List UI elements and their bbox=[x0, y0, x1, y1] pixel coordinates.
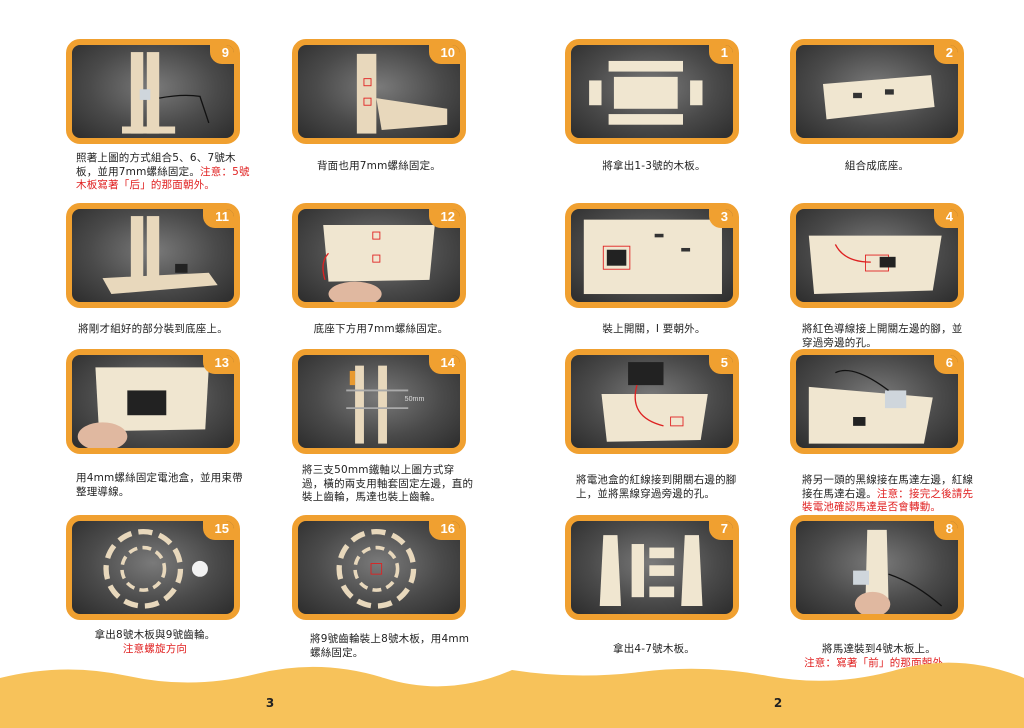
step-4-photo: 4 bbox=[790, 203, 964, 308]
step-5-caption: 將電池盒的紅線接到開關右邊的腳上，並將黑線穿過旁邊的孔。 bbox=[576, 474, 748, 501]
step-2-caption: 組合成底座。 bbox=[788, 160, 966, 174]
step-12-badge: 12 bbox=[429, 205, 464, 228]
step-4-caption: 將紅色導線接上開關左邊的腳，並穿過旁邊的孔。 bbox=[802, 323, 972, 350]
step-5-photo: 5 bbox=[565, 349, 739, 454]
step-8-illustration bbox=[796, 521, 958, 614]
step-12-caption: 底座下方用7mm螺絲固定。 bbox=[292, 323, 470, 337]
step-13-badge: 13 bbox=[203, 351, 238, 374]
step-4-badge: 4 bbox=[934, 205, 962, 228]
step-3-badge: 3 bbox=[709, 205, 737, 228]
step-15-badge: 15 bbox=[203, 517, 238, 540]
step-15-text: 拿出8號木板與9號齒輪。 bbox=[66, 629, 244, 643]
step-4-illustration bbox=[796, 209, 958, 302]
step-9-illustration bbox=[72, 45, 234, 138]
step-8-photo: 8 bbox=[790, 515, 964, 620]
step-15-note: 注意螺旋方向 bbox=[66, 643, 244, 657]
step-7-photo: 7 bbox=[565, 515, 739, 620]
step-7-badge: 7 bbox=[709, 517, 737, 540]
left-page: 9 照著上圖的方式組合5、6、7號木板，並用7mm螺絲固定。注意：5號木板寫著「… bbox=[0, 0, 512, 728]
step-8-badge: 8 bbox=[934, 517, 962, 540]
step-9-badge: 9 bbox=[210, 41, 238, 64]
step-8-text: 將馬達裝到4號木板上。 bbox=[790, 643, 968, 657]
step-3-illustration bbox=[571, 209, 733, 302]
step-13-photo: 13 bbox=[66, 349, 240, 454]
step-11-photo: 11 bbox=[66, 203, 240, 308]
step-16-badge: 16 bbox=[429, 517, 464, 540]
step-14-photo: 50mm 14 bbox=[292, 349, 466, 454]
step-7-illustration bbox=[571, 521, 733, 614]
step-5-badge: 5 bbox=[709, 351, 737, 374]
step-1-caption: 將拿出1-3號的木板。 bbox=[565, 160, 743, 174]
step-7-caption: 拿出4-7號木板。 bbox=[565, 643, 743, 657]
step-16-photo: 16 bbox=[292, 515, 466, 620]
step-3-photo: 3 bbox=[565, 203, 739, 308]
step-2-badge: 2 bbox=[934, 41, 962, 64]
step-9-caption: 照著上圖的方式組合5、6、7號木板，並用7mm螺絲固定。注意：5號木板寫著「后」… bbox=[76, 152, 254, 193]
step-11-badge: 11 bbox=[203, 205, 238, 228]
step-10-caption: 背面也用7mm螺絲固定。 bbox=[290, 160, 468, 174]
right-page: 1 將拿出1-3號的木板。 2 組合成底座。 3 裝上開關，I 要朝外。 4 bbox=[512, 0, 1024, 728]
step-1-photo: 1 bbox=[565, 39, 739, 144]
right-page-number: 2 bbox=[758, 696, 798, 710]
step-1-badge: 1 bbox=[709, 41, 737, 64]
step-6-photo: 6 bbox=[790, 349, 964, 454]
step-2-photo: 2 bbox=[790, 39, 964, 144]
step-12-photo: 12 bbox=[292, 203, 466, 308]
step-10-photo: 10 bbox=[292, 39, 466, 144]
right-footer-wave bbox=[512, 656, 1024, 728]
step-6-badge: 6 bbox=[934, 351, 962, 374]
step-5-illustration bbox=[571, 355, 733, 448]
left-footer-wave bbox=[0, 656, 512, 728]
step-14-badge: 14 bbox=[429, 351, 464, 374]
step-9-photo: 9 bbox=[66, 39, 240, 144]
step-14-caption: 將三支50mm鐵軸以上圖方式穿過，橫的兩支用軸套固定左邊，直的裝上齒輪，馬達也裝… bbox=[302, 464, 474, 505]
step-6-caption: 將另一頭的黑線接在馬達左邊，紅線接在馬達右邊。注意：接完之後請先裝電池確認馬達是… bbox=[802, 474, 974, 515]
step-11-caption: 將剛才組好的部分裝到底座上。 bbox=[64, 323, 242, 337]
step-2-illustration bbox=[796, 45, 958, 138]
step-10-badge: 10 bbox=[429, 41, 464, 64]
step-3-caption: 裝上開關，I 要朝外。 bbox=[565, 323, 743, 337]
step-15-photo: 15 bbox=[66, 515, 240, 620]
step-1-illustration bbox=[571, 45, 733, 138]
step-14-photo-label: 50mm bbox=[405, 395, 425, 403]
step-15-caption: 拿出8號木板與9號齒輪。 注意螺旋方向 bbox=[66, 629, 244, 656]
left-page-number: 3 bbox=[250, 696, 290, 710]
step-13-caption: 用4mm螺絲固定電池盒，並用束帶整理導線。 bbox=[76, 472, 248, 499]
step-6-illustration bbox=[796, 355, 958, 448]
